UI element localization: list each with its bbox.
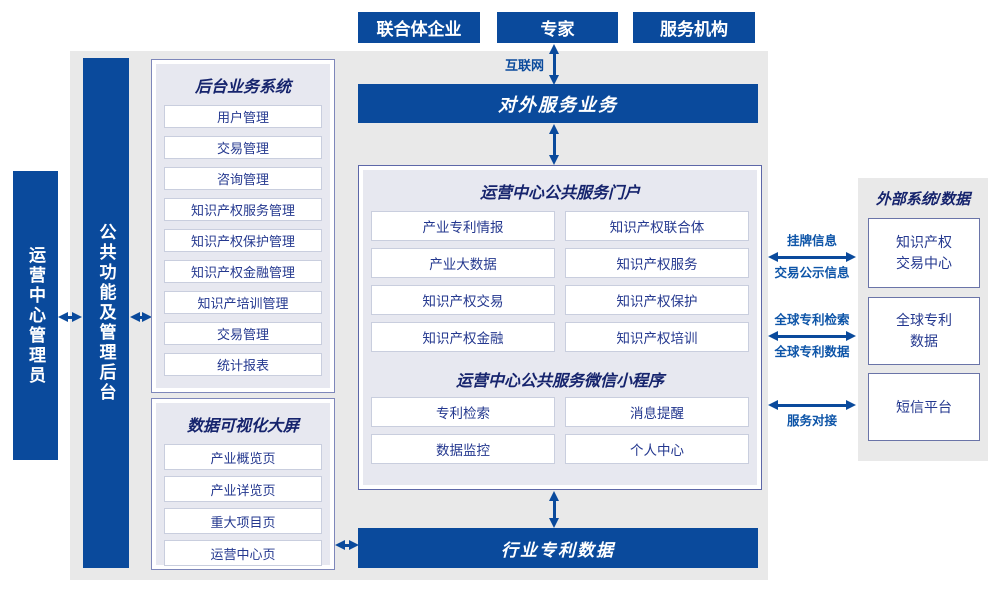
miniapp-title: 运营中心公共服务微信小程序: [455, 373, 664, 390]
arrow-internet-icon: [549, 44, 559, 85]
node-operation-center-admin: 运营中心管理员: [13, 171, 58, 460]
backend-item: 用户管理: [164, 105, 322, 128]
dashboard-item: 产业详览页: [164, 476, 322, 502]
ext-box-line: 交易中心: [896, 255, 952, 271]
portal-item: 知识产权培训: [565, 322, 749, 352]
connector-label-top: 挂牌信息: [786, 234, 837, 248]
connector-label-bottom: 服务对接: [786, 414, 837, 428]
portal-item: 知识产权联合体: [565, 211, 749, 241]
portal-item: 知识产权保护: [565, 285, 749, 315]
portal-title: 运营中心公共服务门户: [479, 185, 640, 202]
portal-grid: 产业专利情报 知识产权联合体 产业大数据 知识产权服务 知识产权交易 知识产权保…: [371, 211, 749, 352]
double-arrow-icon: [768, 400, 856, 410]
backend-item: 知识产培训管理: [164, 291, 322, 314]
backend-item: 交易管理: [164, 136, 322, 159]
miniapp-grid: 专利检索 消息提醒 数据监控 个人中心: [371, 397, 749, 464]
panel-dashboard-inner: 数据可视化大屏 产业概览页 产业详览页 重大项目页 运营中心页: [156, 403, 330, 566]
portal-item: 知识产权服务: [565, 248, 749, 278]
miniapp-item: 数据监控: [371, 434, 555, 464]
double-arrow-icon: [768, 252, 856, 262]
arrow-dashboard-to-patent-data-icon: [335, 540, 359, 550]
miniapp-item: 专利检索: [371, 397, 555, 427]
connector-trading-info: 挂牌信息 交易公示信息: [768, 233, 856, 282]
node-public-function-backend: 公共功能及管理后台: [83, 58, 129, 568]
connector-global-patent: 全球专利检索 全球专利数据: [768, 312, 856, 361]
node-global-patent-data: 全球专利 数据: [868, 297, 980, 365]
panel-backend-title: 后台业务系统: [194, 79, 291, 96]
node-experts: 专家: [497, 12, 618, 43]
dashboard-item: 产业概览页: [164, 444, 322, 470]
node-consortium-enterprises: 联合体企业: [358, 12, 480, 43]
backend-item: 交易管理: [164, 322, 322, 345]
panel-data-visualization: 数据可视化大屏 产业概览页 产业详览页 重大项目页 运营中心页: [151, 398, 335, 570]
portal-item: 知识产权交易: [371, 285, 555, 315]
ext-box-line: 全球专利: [896, 312, 952, 328]
backend-item: 知识产权服务管理: [164, 198, 322, 221]
miniapp-item: 消息提醒: [565, 397, 749, 427]
portal-item: 产业大数据: [371, 248, 555, 278]
panel-dashboard-title: 数据可视化大屏: [186, 418, 299, 435]
dashboard-item: 重大项目页: [164, 508, 322, 534]
node-ip-trading-center: 知识产权 交易中心: [868, 218, 980, 288]
ext-box-line: 数据: [910, 333, 938, 349]
backend-item: 知识产权保护管理: [164, 229, 322, 252]
panel-portal-inner: 运营中心公共服务门户 产业专利情报 知识产权联合体 产业大数据 知识产权服务 知…: [363, 170, 757, 485]
arrow-admin-to-function-icon: [58, 312, 82, 322]
portal-item: 知识产权金融: [371, 322, 555, 352]
node-service-agencies: 服务机构: [633, 12, 755, 43]
backend-item: 统计报表: [164, 353, 322, 376]
connector-label-top: 全球专利检索: [774, 313, 850, 327]
backend-item: 咨询管理: [164, 167, 322, 190]
node-industry-patent-data: 行业专利数据: [358, 528, 758, 568]
panel-backend-business-system: 后台业务系统 用户管理 交易管理 咨询管理 知识产权服务管理 知识产权保护管理 …: [151, 59, 335, 393]
panel-public-service-portal: 运营中心公共服务门户 产业专利情报 知识产权联合体 产业大数据 知识产权服务 知…: [358, 165, 762, 490]
ext-box-line: 知识产权: [896, 234, 952, 250]
ext-box-line: 短信平台: [896, 398, 952, 415]
arrow-function-to-backend-icon: [130, 312, 152, 322]
internet-label: 互联网: [504, 58, 544, 73]
double-arrow-icon: [768, 331, 856, 341]
panel-backend-inner: 后台业务系统 用户管理 交易管理 咨询管理 知识产权服务管理 知识产权保护管理 …: [156, 64, 330, 388]
dashboard-item: 运营中心页: [164, 540, 322, 566]
connector-label-bottom: 交易公示信息: [774, 266, 850, 280]
arrow-portal-to-patent-data-icon: [549, 491, 559, 528]
arrow-service-to-portal-icon: [549, 124, 559, 165]
portal-item: 产业专利情报: [371, 211, 555, 241]
connector-service-docking: 服务对接: [768, 398, 856, 430]
miniapp-item: 个人中心: [565, 434, 749, 464]
connector-label-bottom: 全球专利数据: [774, 345, 850, 359]
backend-item: 知识产权金融管理: [164, 260, 322, 283]
node-sms-platform: 短信平台: [868, 373, 980, 441]
external-systems-title: 外部系统/数据: [875, 191, 971, 208]
node-external-service-business: 对外服务业务: [358, 84, 758, 123]
